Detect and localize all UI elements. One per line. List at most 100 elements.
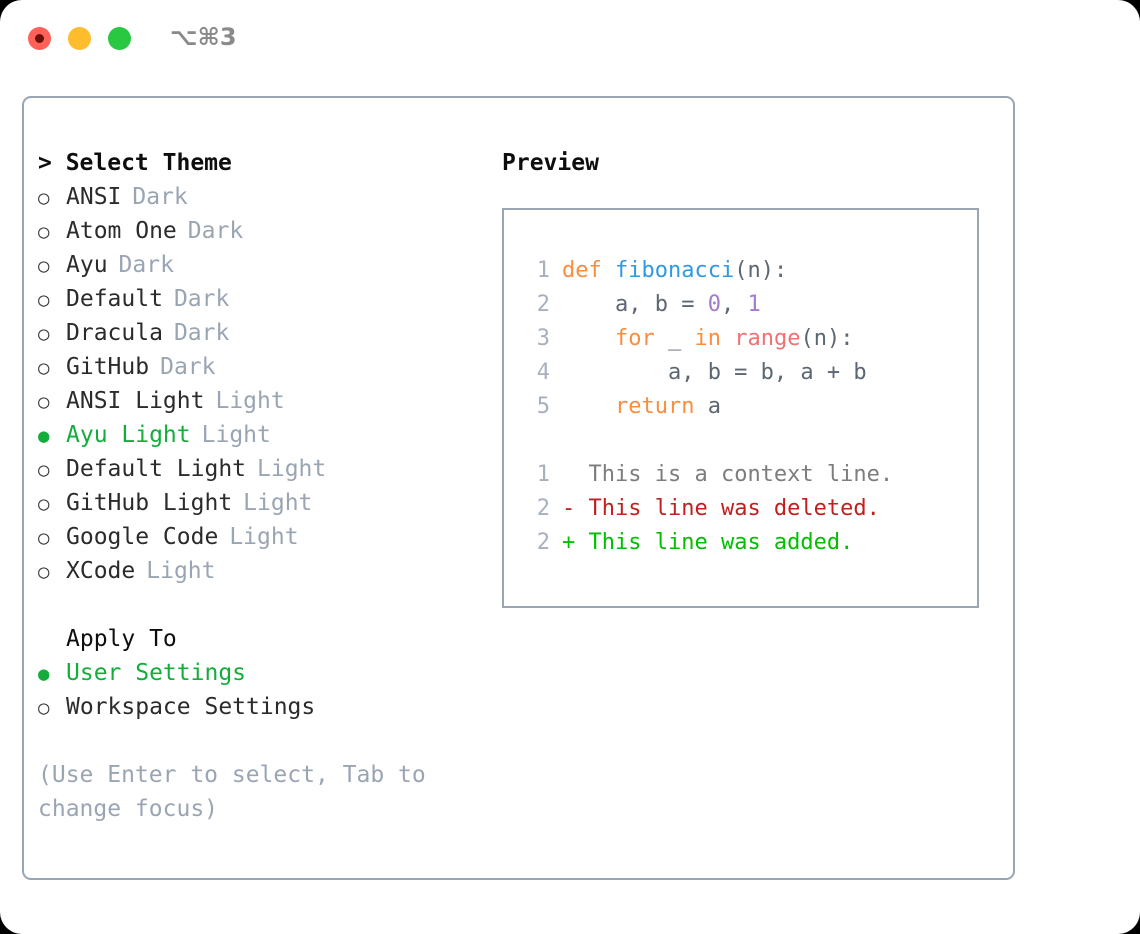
diff-line-text: This line was deleted. bbox=[588, 496, 880, 521]
apply-to-option-label: User Settings bbox=[66, 660, 247, 686]
code-token-pl: (n): bbox=[800, 326, 854, 351]
apply-to-option-label: Workspace Settings bbox=[66, 694, 316, 720]
radio-unselected-icon: ○ bbox=[38, 561, 50, 583]
diff-line-text: This is a context line. bbox=[588, 462, 894, 487]
minimize-button[interactable] bbox=[68, 27, 91, 50]
code-token-kw: return bbox=[562, 394, 695, 419]
code-token-pl: _ bbox=[654, 326, 695, 351]
keyboard-shortcut-label: ⌥⌘3 bbox=[170, 23, 237, 51]
line-number: 4 bbox=[536, 360, 550, 385]
code-line: 2 a, b = 0, 1 bbox=[520, 288, 977, 322]
maximize-button[interactable] bbox=[108, 27, 131, 50]
radio-unselected-icon: ○ bbox=[38, 221, 50, 243]
radio-unselected-icon: ○ bbox=[38, 527, 50, 549]
radio-unselected-icon: ○ bbox=[38, 323, 50, 345]
theme-option-variant-tag: Light bbox=[229, 524, 299, 550]
line-number: 3 bbox=[536, 326, 550, 351]
theme-option-google-code[interactable]: ○ Google Code Light bbox=[38, 520, 478, 554]
code-token-pl: (n): bbox=[734, 258, 788, 283]
diff-marker: - bbox=[562, 496, 589, 521]
code-token-pl: a bbox=[694, 394, 721, 419]
theme-option-github[interactable]: ○ GitHub Dark bbox=[38, 350, 478, 384]
theme-option-label: Dracula bbox=[66, 320, 163, 346]
diff-marker bbox=[562, 458, 589, 492]
theme-option-label: Atom One bbox=[66, 218, 177, 244]
diff-line: 2 + This line was added. bbox=[520, 526, 977, 560]
line-number: 2 bbox=[536, 496, 550, 521]
code-token-pl bbox=[721, 326, 734, 351]
line-number: 2 bbox=[536, 530, 550, 555]
theme-option-default[interactable]: ○ Default Dark bbox=[38, 282, 478, 316]
theme-option-label: Default bbox=[66, 286, 163, 312]
theme-option-label: Ayu Light bbox=[66, 422, 191, 448]
line-number: 5 bbox=[536, 394, 550, 419]
apply-to-option-workspace-settings[interactable]: ○ Workspace Settings bbox=[38, 690, 478, 724]
diff-marker: + bbox=[562, 530, 589, 555]
theme-option-label: Ayu bbox=[66, 252, 108, 278]
diff-line-text: This line was added. bbox=[588, 530, 854, 555]
theme-option-variant-tag: Light bbox=[215, 388, 285, 414]
code-token-pl: , bbox=[720, 292, 748, 317]
radio-selected-icon: ● bbox=[38, 425, 50, 447]
radio-unselected-icon: ○ bbox=[38, 187, 50, 209]
code-line-text: for _ in range(n): bbox=[562, 322, 853, 356]
code-line: 5 return a bbox=[520, 390, 977, 424]
diff-line: 2- This line was deleted. bbox=[520, 492, 977, 526]
theme-option-label: GitHub Light bbox=[66, 490, 233, 516]
theme-option-label: ANSI Light bbox=[66, 388, 205, 414]
select-theme-heading: > Select Theme bbox=[38, 150, 232, 176]
code-token-call: range bbox=[734, 326, 801, 351]
code-line: 4 a, b = b, a + b bbox=[520, 356, 977, 390]
preview-heading: Preview bbox=[502, 150, 599, 176]
theme-option-variant-tag: Dark bbox=[132, 184, 188, 210]
line-number: 2 bbox=[536, 292, 550, 317]
code-token-num: 0 bbox=[707, 292, 721, 317]
pane-spacer bbox=[38, 588, 478, 622]
title-bar: ⌥⌘3 bbox=[0, 0, 1140, 78]
theme-option-dracula[interactable]: ○ Dracula Dark bbox=[38, 316, 478, 350]
close-button-indicator bbox=[35, 34, 44, 43]
theme-option-label: XCode bbox=[66, 558, 136, 584]
radio-unselected-icon: ○ bbox=[38, 289, 50, 311]
code-token-kw: for bbox=[562, 326, 655, 351]
diff-line: 1 This is a context line. bbox=[520, 458, 977, 492]
code-token-pl: a, b = b, a + b bbox=[562, 360, 867, 385]
theme-option-variant-tag: Dark bbox=[173, 320, 230, 346]
code-token-kw: in bbox=[694, 326, 721, 351]
code-line-text: def fibonacci(n): bbox=[562, 254, 787, 288]
apply-to-heading: Apply To bbox=[66, 626, 177, 652]
radio-unselected-icon: ○ bbox=[38, 459, 50, 481]
radio-unselected-icon: ○ bbox=[38, 493, 50, 515]
radio-selected-icon: ● bbox=[38, 663, 50, 685]
code-line-text: a, b = b, a + b bbox=[562, 356, 867, 390]
theme-option-variant-tag: Dark bbox=[118, 252, 174, 278]
theme-option-label: Google Code bbox=[66, 524, 219, 550]
radio-unselected-icon: ○ bbox=[38, 357, 50, 379]
code-token-fn: fibonacci bbox=[614, 258, 735, 283]
apply-to-option-user-settings[interactable]: ● User Settings bbox=[38, 656, 478, 690]
diff-sample: 1 This is a context line.2- This line wa… bbox=[520, 458, 977, 560]
code-token-num: 1 bbox=[747, 292, 761, 317]
code-token-kw: def bbox=[562, 258, 615, 283]
theme-option-variant-tag: Dark bbox=[160, 354, 216, 380]
apply-to-list[interactable]: ● User Settings ○ Workspace Settings bbox=[38, 656, 478, 724]
theme-option-variant-tag: Dark bbox=[173, 286, 230, 312]
theme-option-label: GitHub bbox=[66, 354, 150, 380]
line-number: 1 bbox=[536, 462, 550, 487]
radio-unselected-icon: ○ bbox=[38, 697, 50, 719]
